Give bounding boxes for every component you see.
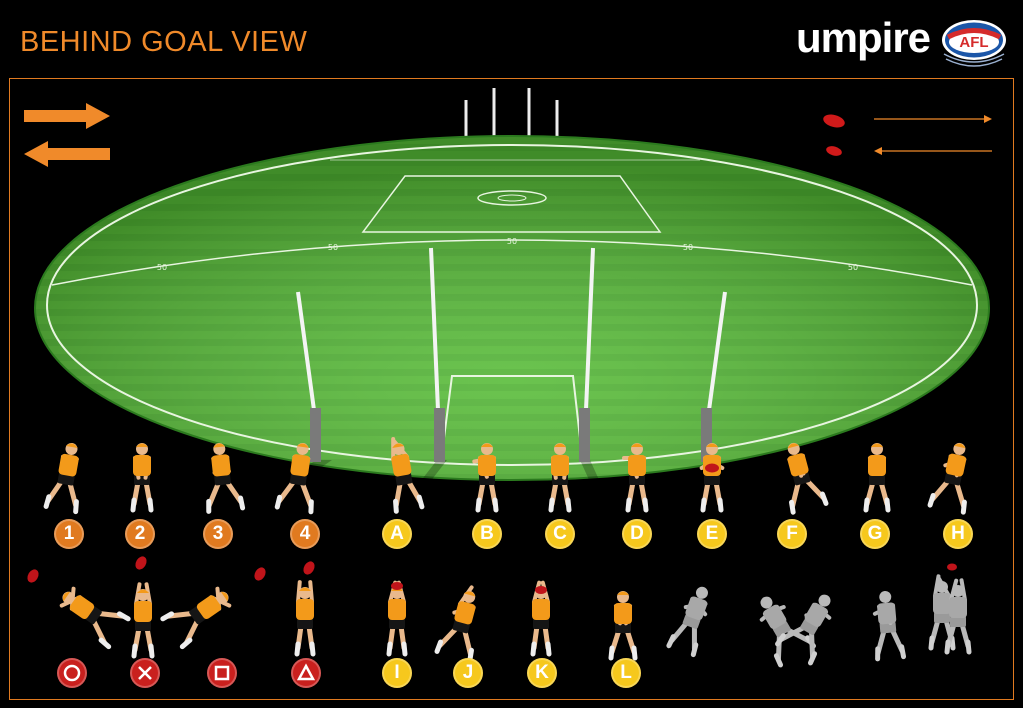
centre-square: [361, 175, 662, 233]
fifty-marker: 50: [157, 263, 167, 272]
circle-icon: [63, 664, 81, 682]
boundary-line: [46, 144, 978, 466]
arrow-right-icon: [24, 103, 110, 129]
position-badge-1: 1: [54, 519, 84, 549]
fifty-marker: 50: [328, 243, 338, 252]
signal-badge-j: J: [453, 658, 483, 688]
signal-badge-a: A: [382, 519, 412, 549]
umpire-figure: [608, 591, 638, 661]
signal-badge-d: D: [622, 519, 652, 549]
square-icon: [214, 665, 230, 681]
diagram-frame: [9, 78, 1014, 700]
signal-badge-h: H: [943, 519, 973, 549]
player-figure: [944, 578, 972, 655]
ball-flight-right-icon: [823, 114, 992, 128]
signal-badge-k: K: [527, 658, 557, 688]
grass-oval: [35, 136, 989, 480]
afl-logo-icon: AFL: [942, 20, 1006, 67]
goal-square: [443, 375, 581, 439]
umpire-figure: [548, 443, 572, 513]
umpire-figure: [294, 561, 316, 657]
football-icon: [705, 463, 719, 473]
football-icon: [947, 563, 957, 571]
centre-circle: [477, 190, 547, 206]
football-icon: [303, 561, 315, 575]
signal-badge-b: B: [472, 519, 502, 549]
fifty-metre-arc-far: [51, 239, 973, 286]
signal-badge-c: C: [545, 519, 575, 549]
position-badge-4: 4: [290, 519, 320, 549]
umpire-figure: [27, 569, 131, 650]
signal-badge-l: L: [611, 658, 641, 688]
umpire-figure: [160, 567, 266, 650]
umpire-figure: [863, 443, 891, 513]
triangle-button-badge: [291, 658, 321, 688]
umpire-figure: [391, 437, 425, 514]
fifty-marker: 50: [507, 237, 517, 246]
cross-button-badge: [130, 658, 160, 688]
football-icon: [535, 586, 547, 594]
ball-flight-left-icon: [826, 146, 992, 156]
page-title: BEHIND GOAL VIEW: [20, 26, 308, 58]
umpire-figure: [386, 580, 408, 657]
triangle-icon: [296, 663, 316, 681]
position-badge-2: 2: [125, 519, 155, 549]
logo-wordmark: umpire: [796, 14, 931, 61]
umpire-figure: [927, 442, 967, 515]
football-icon: [27, 569, 39, 583]
svg-text:AFL: AFL: [959, 34, 988, 51]
circle-button-badge: [57, 658, 87, 688]
player-figure: [666, 586, 708, 658]
umpire-figure: [622, 443, 649, 513]
umpire-figure: [787, 442, 829, 515]
signal-badge-g: G: [860, 519, 890, 549]
signal-badge-f: F: [777, 519, 807, 549]
fifty-marker: 50: [848, 263, 858, 272]
fifty-marker: 50: [683, 243, 693, 252]
goal-post-left: [429, 247, 445, 462]
football-icon: [254, 567, 266, 581]
umpire-figure: [131, 556, 155, 659]
umpire-figure: [43, 442, 79, 515]
umpire-afl-logo: umpire AFL: [796, 14, 1010, 70]
umpire-figure: [530, 580, 552, 657]
umpire-figure: [434, 585, 476, 663]
behind-post-right: [701, 291, 727, 462]
behind-post-left: [296, 291, 321, 462]
signal-badge-i: I: [382, 658, 412, 688]
umpire-figure: [130, 443, 154, 513]
square-button-badge: [207, 658, 237, 688]
cross-icon: [138, 666, 152, 680]
umpire-figure: [206, 442, 246, 514]
football-icon: [135, 556, 147, 570]
umpire-figure: [472, 443, 499, 513]
arrow-left-icon: [24, 141, 110, 167]
far-goalposts: [464, 88, 559, 138]
position-badge-3: 3: [203, 519, 233, 549]
umpire-figure: [274, 442, 314, 515]
signal-badge-e: E: [697, 519, 727, 549]
near-goalposts: [296, 247, 727, 462]
goal-post-right: [579, 247, 595, 462]
player-figure: [872, 590, 907, 662]
football-icon: [391, 582, 403, 590]
player-figure: [775, 594, 832, 666]
